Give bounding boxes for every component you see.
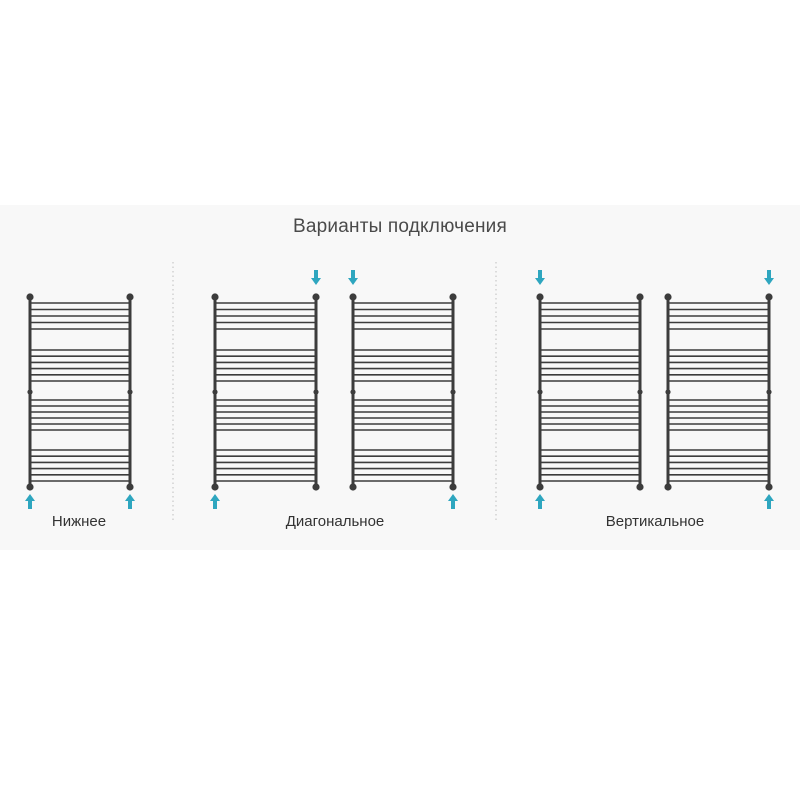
caption-bottom-connection: Нижнее: [51, 513, 107, 530]
arrow-up-icon: [448, 494, 458, 509]
arrow-head: [764, 494, 774, 501]
arrow-head: [210, 494, 220, 501]
pipe-joint: [766, 389, 772, 395]
radiator-5: [664, 270, 774, 509]
pipe-joint: [450, 389, 456, 395]
arrow-head: [535, 494, 545, 501]
arrow-head: [25, 494, 35, 501]
pipe-cap: [636, 293, 644, 301]
arrow-shaft: [451, 500, 455, 509]
pipe-cap: [126, 293, 134, 301]
pipe-cap: [536, 483, 544, 491]
arrow-up-icon: [535, 494, 545, 509]
pipe-cap: [636, 483, 644, 491]
arrow-shaft: [538, 270, 542, 279]
pipe-cap: [211, 293, 219, 301]
pipe-cap: [349, 293, 357, 301]
radiator-4: [535, 270, 644, 509]
pipe-cap: [26, 293, 34, 301]
pipe-cap: [26, 483, 34, 491]
pipe-joint: [27, 389, 33, 395]
arrow-shaft: [314, 270, 318, 279]
arrow-head: [535, 278, 545, 285]
pipe-joint: [212, 389, 218, 395]
pipe-cap: [664, 483, 672, 491]
pipe-cap: [765, 293, 773, 301]
pipe-joint: [313, 389, 319, 395]
pipe-joint: [537, 389, 543, 395]
radiator-2: [210, 270, 321, 509]
arrow-shaft: [351, 270, 355, 279]
pipe-cap: [126, 483, 134, 491]
pipe-cap: [312, 293, 320, 301]
pipe-joint: [127, 389, 133, 395]
pipe-cap: [312, 483, 320, 491]
arrow-shaft: [538, 500, 542, 509]
arrow-head: [348, 278, 358, 285]
arrow-head: [311, 278, 321, 285]
pipe-cap: [449, 293, 457, 301]
radiator-1: [25, 293, 135, 509]
arrow-down-icon: [311, 270, 321, 285]
diagram-title: Варианты подключения: [293, 216, 507, 237]
pipe-joint: [637, 389, 643, 395]
pipe-cap: [349, 483, 357, 491]
arrow-up-icon: [764, 494, 774, 509]
arrow-up-icon: [125, 494, 135, 509]
arrow-shaft: [28, 500, 32, 509]
pipe-cap: [449, 483, 457, 491]
arrow-shaft: [128, 500, 132, 509]
pipe-cap: [536, 293, 544, 301]
arrow-shaft: [767, 270, 771, 279]
arrow-up-icon: [25, 494, 35, 509]
arrow-shaft: [767, 500, 771, 509]
arrow-down-icon: [348, 270, 358, 285]
pipe-joint: [665, 389, 671, 395]
arrow-down-icon: [764, 270, 774, 285]
arrow-down-icon: [535, 270, 545, 285]
pipe-joint: [350, 389, 356, 395]
caption-diagonal-connection: Диагональное: [285, 513, 385, 530]
arrow-shaft: [213, 500, 217, 509]
caption-vertical-connection: Вертикальное: [605, 513, 705, 530]
arrow-head: [764, 278, 774, 285]
radiator-3: [348, 270, 458, 509]
pipe-cap: [765, 483, 773, 491]
pipe-cap: [211, 483, 219, 491]
arrow-head: [448, 494, 458, 501]
arrow-up-icon: [210, 494, 220, 509]
arrow-head: [125, 494, 135, 501]
pipe-cap: [664, 293, 672, 301]
